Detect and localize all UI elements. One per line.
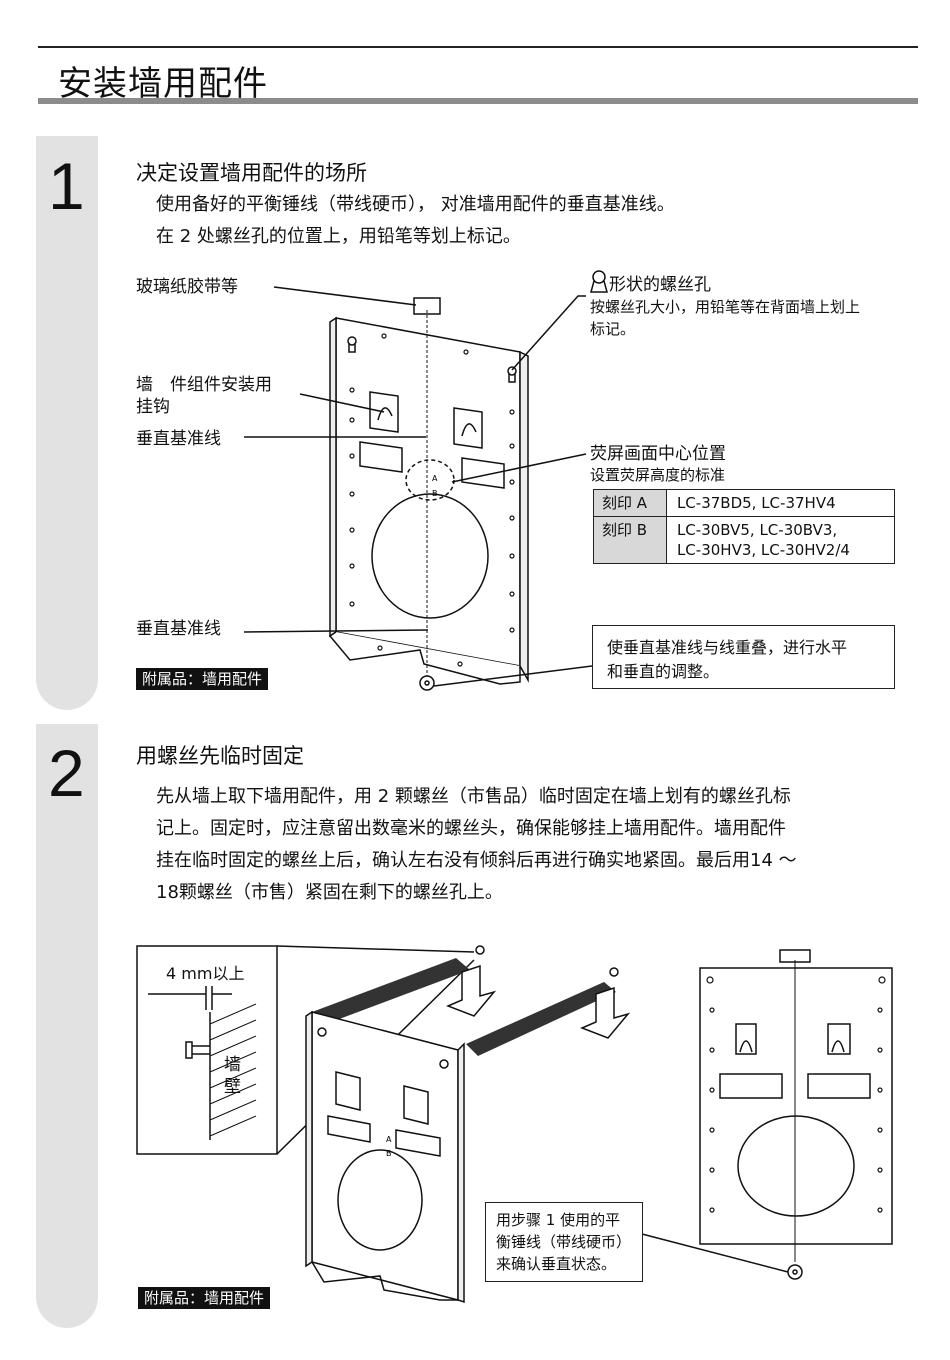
table-key: 刻印 A [593,489,667,517]
label-hook-line2: 挂钩 [136,397,170,417]
step-1-band [36,136,98,710]
header-bottom-bar [38,98,918,104]
label-screw-hole-desc-2: 标记。 [590,320,636,338]
table-row: 刻印 A LC-37BD5, LC-37HV4 [593,489,896,517]
step-1-heading: 决定设置墙用配件的场所 [136,161,367,185]
mark-letter-b: B [432,489,438,498]
table-value-line: LC-30BV5, LC-30BV3, [676,521,838,539]
label-vertical-reference: 垂直基准线 [136,429,221,449]
mark-letter-a: A [386,1135,392,1144]
mark-spec-table: 刻印 A LC-37BD5, LC-37HV4 刻印 B LC-30BV5, L… [593,489,896,564]
step-2-note-line-3: 来确认垂直状态。 [496,1255,617,1273]
table-value: LC-37BD5, LC-37HV4 [665,489,896,517]
step-2-line-2: 记上。固定时，应注意留出数毫米的螺丝头，确保能够挂上墙用配件。墙用配件 [156,818,786,839]
step-2-accessory-tag: 附属品：墙用配件 [138,1287,271,1309]
label-tape: 玻璃纸胶带等 [136,277,238,297]
label-screw-hole-title: 形状的螺丝孔 [609,275,711,295]
mark-letter-a: A [432,474,438,483]
step-1-accessory-tag: 附属品：墙用配件 [136,668,269,690]
label-screen-center: 荧屏画面中心位置 [590,444,726,464]
label-screen-height: 设置荧屏高度的标准 [590,466,726,484]
step-1-note-box: 使垂直基准线与线重叠，进行水平 和垂直的调整。 [592,625,895,689]
step-2-number: 2 [48,736,85,810]
step-2-line-4: 18颗螺丝（市售）紧固在剩下的螺丝孔上。 [156,882,503,903]
step-1-line-1: 使用备好的平衡锤线（带线硬币）， 对准墙用配件的垂直基准线。 [156,194,675,215]
label-hook-line1: 墙 件组件安装用 [136,375,272,395]
step-2-note-line-2: 衡锤线（带线硬币） [496,1233,632,1251]
step-2-heading: 用螺丝先临时固定 [136,744,304,768]
table-value-line: LC-30HV3, LC-30HV2/4 [676,541,850,559]
step-2-line-1: 先从墙上取下墙用配件，用 2 颗螺丝（市售品）临时固定在墙上划有的螺丝孔标 [156,786,791,807]
step-1-line-2: 在 2 处螺丝孔的位置上，用铅笔等划上标记。 [156,226,521,247]
step-2-note-line-1: 用步骤 1 使用的平 [496,1211,621,1229]
step-2-band [36,724,98,1328]
mark-letter-b: B [386,1149,392,1158]
inset-wall-label-top: 墙 [224,1055,241,1075]
label-screw-hole-desc-1: 按螺丝孔大小，用铅笔等在背面墙上划上 [590,298,861,316]
table-value: LC-30BV5, LC-30BV3, LC-30HV3, LC-30HV2/4 [665,516,896,564]
inset-dimension-label: 4 mm以上 [166,964,245,983]
page-title: 安装墙用配件 [58,64,268,104]
table-value-line: LC-37BD5, LC-37HV4 [676,494,836,512]
table-row: 刻印 B LC-30BV5, LC-30BV3, LC-30HV3, LC-30… [593,516,896,564]
step-1-note-line-1: 使垂直基准线与线重叠，进行水平 [607,638,848,657]
step-2-note-box: 用步骤 1 使用的平 衡锤线（带线硬币） 来确认垂直状态。 [485,1202,643,1282]
step-2-line-3: 挂在临时固定的螺丝上后，确认左右没有倾斜后再进行确实地紧固。最后用14 ～ [156,850,797,871]
inset-wall-label-bottom: 壁 [224,1077,241,1097]
step-1-number: 1 [48,149,85,223]
step-1-note-line-2: 和垂直的调整。 [607,662,720,681]
header-top-rule [38,46,918,48]
label-vertical-reference-bottom: 垂直基准线 [136,619,221,639]
